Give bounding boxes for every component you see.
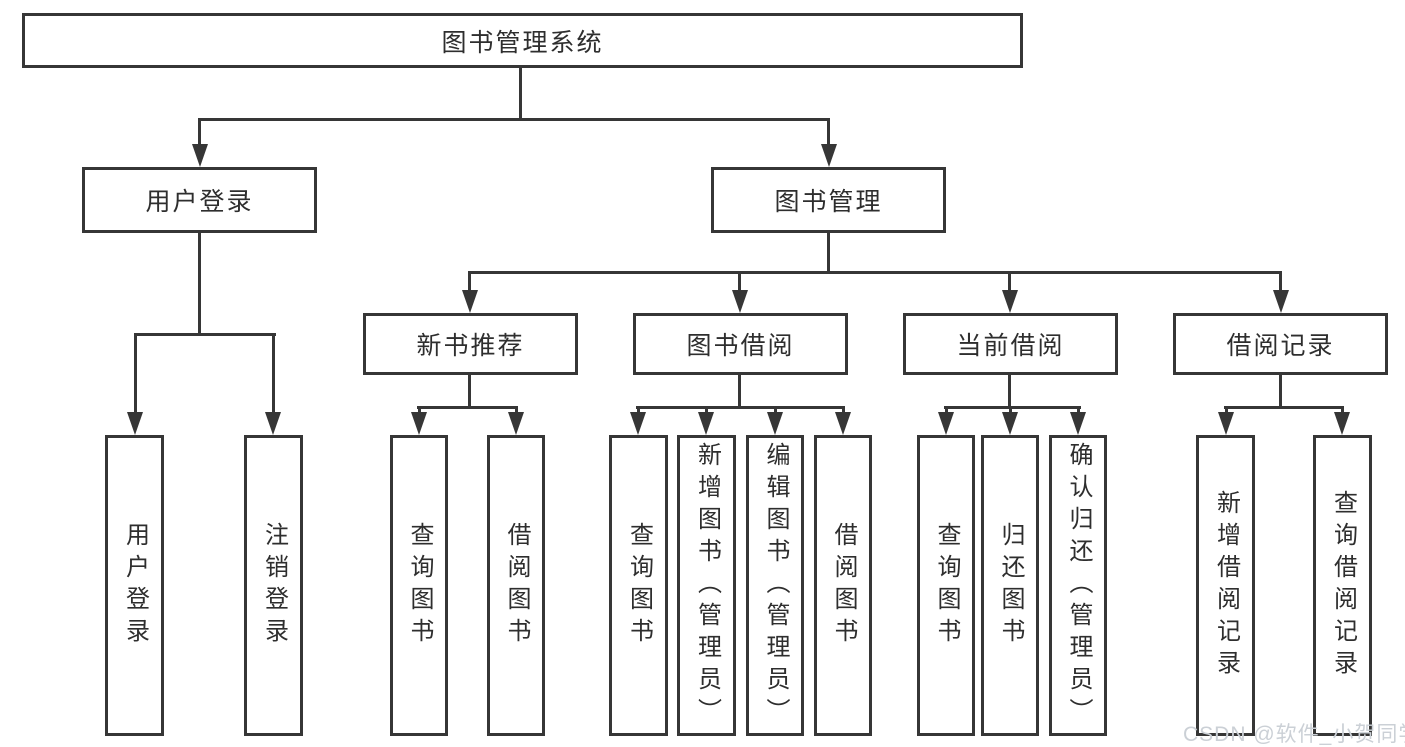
arrow-down-icon: [698, 412, 714, 435]
connector: [272, 333, 275, 412]
leaf-query-books-3: 查询图书: [917, 435, 975, 736]
connector: [1008, 373, 1011, 408]
arrow-down-icon: [1334, 412, 1350, 435]
connector: [468, 271, 1282, 274]
connector: [134, 333, 276, 336]
connector: [468, 271, 471, 292]
connector: [1009, 406, 1012, 415]
connector: [1077, 406, 1080, 415]
connector: [636, 406, 845, 409]
arrow-down-icon: [127, 412, 143, 435]
connector: [198, 118, 201, 145]
connector: [1279, 271, 1282, 292]
arrow-down-icon: [732, 290, 748, 313]
connector: [417, 406, 518, 409]
arrow-down-icon: [767, 412, 783, 435]
connector: [637, 406, 640, 415]
node-book-borrow: 图书借阅: [633, 313, 848, 375]
leaf-user-login: 用户登录: [105, 435, 164, 736]
leaf-query-books-1: 查询图书: [390, 435, 448, 736]
connector: [827, 230, 830, 273]
connector: [519, 68, 522, 118]
leaf-add-borrow-record: 新增借阅记录: [1196, 435, 1255, 736]
leaf-logout: 注销登录: [244, 435, 303, 736]
connector: [1224, 406, 1344, 409]
arrow-down-icon: [630, 412, 646, 435]
connector: [515, 406, 518, 415]
arrow-down-icon: [938, 412, 954, 435]
arrow-down-icon: [1273, 290, 1289, 313]
node-borrow-records: 借阅记录: [1173, 313, 1388, 375]
arrow-down-icon: [265, 412, 281, 435]
connector: [1008, 271, 1011, 292]
connector: [418, 406, 421, 415]
connector: [1341, 406, 1344, 415]
arrow-down-icon: [835, 412, 851, 435]
connector: [827, 118, 830, 145]
arrow-down-icon: [462, 290, 478, 313]
connector: [468, 373, 471, 408]
node-user-login: 用户登录: [82, 167, 317, 233]
leaf-borrow-books-2: 借阅图书: [814, 435, 872, 736]
arrow-down-icon: [1070, 412, 1086, 435]
node-root: 图书管理系统: [22, 13, 1023, 68]
connector: [774, 406, 777, 415]
connector: [842, 406, 845, 415]
csdn-watermark: CSDN @软件_小贺同学: [1183, 723, 1405, 746]
arrow-down-icon: [1218, 412, 1234, 435]
leaf-query-borrow-record: 查询借阅记录: [1313, 435, 1372, 736]
leaf-query-books-2: 查询图书: [609, 435, 668, 736]
arrow-down-icon: [821, 144, 837, 167]
leaf-return-books: 归还图书: [981, 435, 1039, 736]
connector: [944, 406, 1081, 409]
node-new-book-recommend: 新书推荐: [363, 313, 578, 375]
node-book-management: 图书管理: [711, 167, 946, 233]
connector: [1225, 406, 1228, 415]
connector: [198, 118, 830, 121]
node-current-borrow: 当前借阅: [903, 313, 1118, 375]
leaf-borrow-books-1: 借阅图书: [487, 435, 545, 736]
arrow-down-icon: [1002, 412, 1018, 435]
arrow-down-icon: [508, 412, 524, 435]
arrow-down-icon: [1002, 290, 1018, 313]
connector: [198, 230, 201, 335]
leaf-confirm-return-admin: 确认归还（管理员）: [1049, 435, 1107, 736]
leaf-add-books-admin: 新增图书（管理员）: [677, 435, 736, 736]
arrow-down-icon: [192, 144, 208, 167]
connector: [738, 373, 741, 408]
connector: [945, 406, 948, 415]
arrow-down-icon: [411, 412, 427, 435]
connector: [705, 406, 708, 415]
connector: [134, 333, 137, 412]
connector: [1279, 373, 1282, 408]
connector: [738, 271, 741, 292]
leaf-edit-books-admin: 编辑图书（管理员）: [746, 435, 804, 736]
